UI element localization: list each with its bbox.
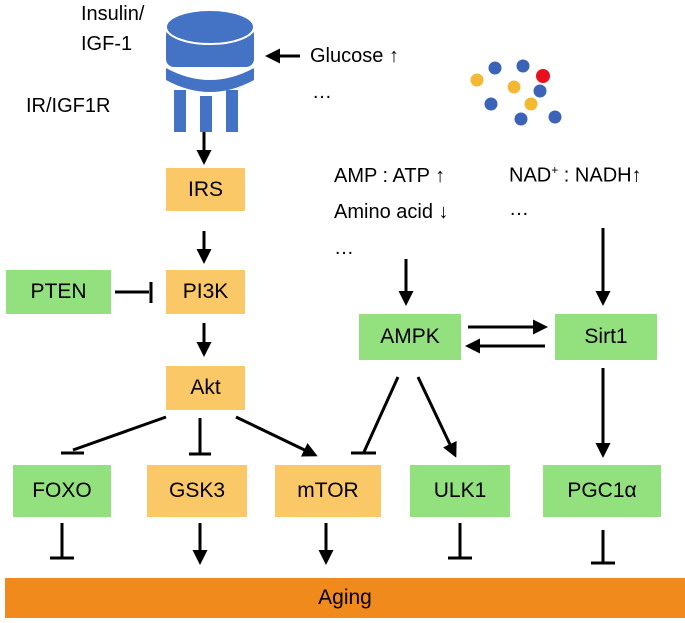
amp-atp-text: AMP : ATP	[334, 165, 430, 187]
arrow-ampk-ulk1	[416, 376, 457, 458]
amino-acid-text: Amino acid	[334, 201, 433, 223]
node-mtor: mTOR	[275, 465, 381, 517]
inhibit-ampk-mtor	[362, 376, 400, 453]
node-sirt1: Sirt1	[555, 314, 657, 360]
node-pgc1a: PGC1α	[543, 465, 661, 517]
nad-ellipsis: …	[509, 198, 529, 220]
dot	[470, 73, 484, 87]
amino-acid-down-arrow: ↓	[438, 201, 449, 223]
dot	[533, 84, 547, 98]
dot	[514, 112, 528, 126]
amp-atp-up-arrow: ↑	[435, 165, 446, 187]
igf1-label: IGF-1	[81, 33, 133, 55]
glucose-text: Glucose	[310, 45, 384, 67]
node-ulk1: ULK1	[410, 465, 510, 517]
receptor-icon	[165, 9, 255, 132]
node-pi3k: PI3K	[166, 270, 245, 314]
glucose-up-arrow: ↑	[388, 45, 399, 67]
dot	[484, 97, 498, 111]
nad-text: NAD	[509, 164, 552, 187]
insulin-label: Insulin/	[81, 3, 145, 25]
node-foxo: FOXO	[13, 465, 111, 517]
arrow-akt-mtor	[235, 415, 318, 457]
node-irs: IRS	[166, 168, 245, 211]
nad-superscript: +	[551, 163, 559, 177]
glucose-ellipsis: …	[312, 81, 332, 103]
dot	[548, 110, 562, 124]
inhibit-akt-foxo	[72, 415, 167, 452]
nad-label: NAD+ : NADH↑	[509, 164, 642, 186]
nadh-text: : NADH	[558, 164, 632, 187]
dot	[536, 69, 550, 83]
amino-acid-label: Amino acid ↓	[334, 202, 449, 222]
node-pten: PTEN	[6, 270, 111, 314]
receptor-label: IR/IGF1R	[26, 95, 111, 117]
amp-ellipsis: …	[334, 237, 354, 259]
nad-up-arrow: ↑	[631, 164, 642, 187]
glucose-label: Glucose ↑	[310, 46, 399, 66]
dot	[524, 97, 538, 111]
dot	[507, 80, 521, 94]
dot	[516, 59, 530, 73]
node-aging: Aging	[5, 578, 685, 618]
nutrient-dots-icon	[470, 59, 562, 126]
node-gsk3: GSK3	[147, 465, 247, 517]
amp-atp-label: AMP : ATP ↑	[334, 166, 445, 186]
dot	[488, 61, 502, 75]
node-ampk: AMPK	[359, 314, 461, 360]
node-akt: Akt	[166, 366, 245, 410]
